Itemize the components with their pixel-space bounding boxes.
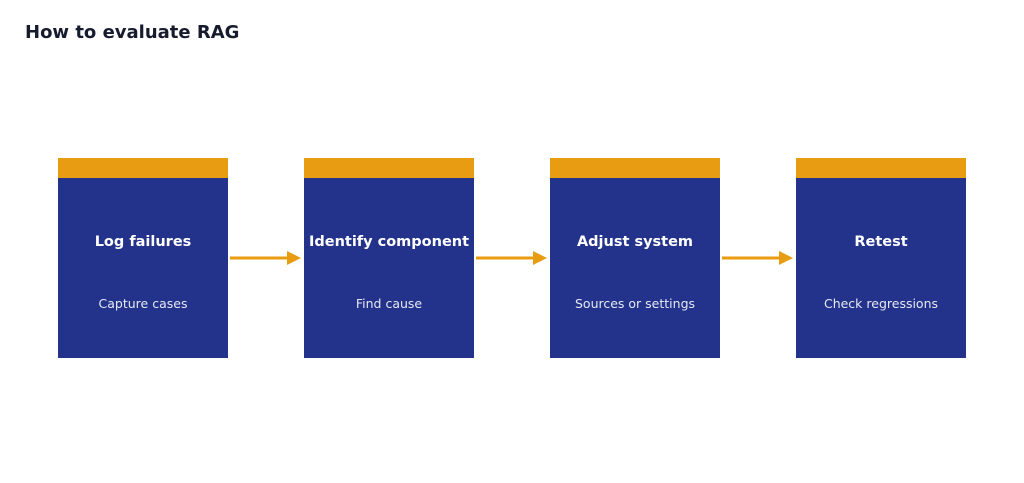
arrow-3 [722,251,793,265]
step-box-identify-component: Identify component Find cause [304,158,474,358]
step-accent-bar [304,158,474,178]
step-box-log-failures: Log failures Capture cases [58,158,228,358]
step-subtitle: Check regressions [823,296,939,311]
arrow-2 [476,251,547,265]
step-box-adjust-system: Adjust system Sources or settings [550,158,720,358]
step-subtitle: Sources or settings [574,296,696,311]
step-accent-bar [796,158,966,178]
diagram-title: How to evaluate RAG [25,22,240,43]
step-title: Retest [854,234,908,250]
step-accent-bar [58,158,228,178]
step-subtitle: Capture cases [98,296,188,311]
step-subtitle: Find cause [355,296,423,311]
step-title: Adjust system [576,234,694,250]
arrow-1 [230,251,301,265]
step-title: Log failures [94,234,192,250]
step-accent-bar [550,158,720,178]
step-title: Identify component [308,234,470,250]
step-box-retest: Retest Check regressions [796,158,966,358]
